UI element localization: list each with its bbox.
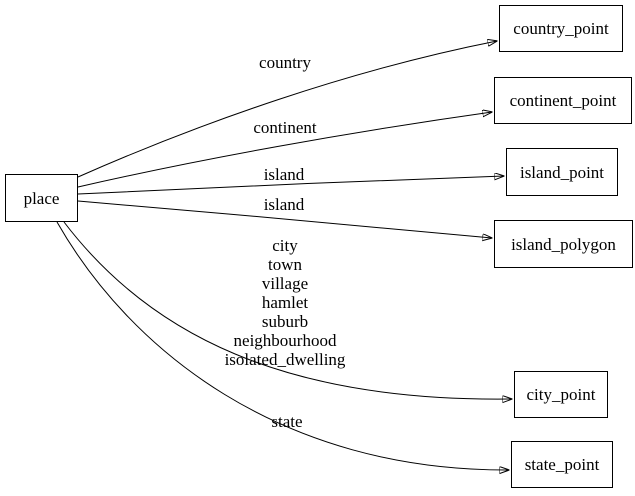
node-continent-point: continent_point [494,77,632,124]
node-state-point: state_point [511,441,613,488]
edge-label-state: state [271,412,303,431]
node-state-point-label: state_point [524,455,600,474]
node-city-point-label: city_point [526,385,596,404]
edge-label-island-point: island [263,165,305,184]
edge-label-city-group: city town village hamlet suburb neighbou… [225,236,346,369]
node-country-point: country_point [499,5,623,52]
node-continent-point-label: continent_point [509,91,617,110]
edge-label-isolated-dwelling: isolated_dwelling [224,350,346,369]
edge-label-town: town [268,255,302,274]
node-city-point: city_point [514,371,608,418]
edge-label-hamlet: hamlet [261,293,309,312]
node-country-point-label: country_point [513,19,609,38]
edge-place-city_point [63,221,512,399]
edge-place-continent_point [77,112,492,188]
node-island-point: island_point [506,148,618,196]
edge-label-city: city [272,236,298,255]
edge-label-country: country [259,53,311,72]
node-place: place [5,174,78,222]
edge-place-state_point [56,221,509,470]
edge-place-island_polygon [77,200,492,238]
edge-label-neighbourhood: neighbourhood [233,331,337,350]
edge-label-island-polygon: island [263,195,305,214]
node-island-point-label: island_point [519,162,605,182]
edge-place-country_point [77,41,497,178]
edge-place-island_point [77,176,504,195]
edge-label-continent: continent [253,118,317,137]
node-place-label: place [23,188,60,208]
edge-label-suburb: suburb [261,312,309,331]
node-island-polygon-label: island_polygon [511,234,616,254]
node-island-polygon: island_polygon [494,220,633,268]
edge-label-village: village [261,274,309,293]
